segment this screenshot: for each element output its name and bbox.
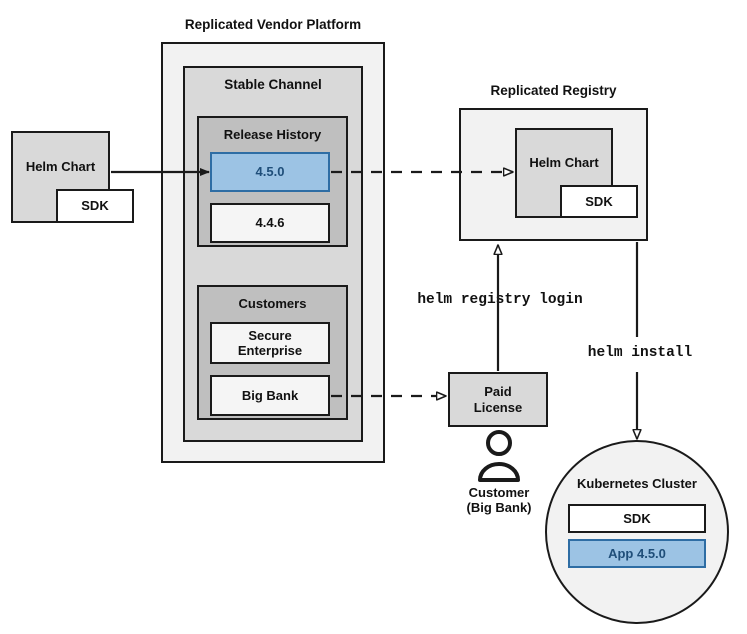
helm-install-command: helm install	[587, 345, 693, 361]
registry-sdk-box: SDK	[560, 185, 638, 218]
registry-title: Replicated Registry	[490, 83, 617, 98]
customers-label: Customers	[238, 296, 307, 311]
registry-helm-chart-label: Helm Chart	[529, 155, 599, 171]
kubernetes-cluster-label: Kubernetes Cluster	[577, 476, 697, 491]
customer-name-label: Big Bank	[241, 387, 299, 403]
vendor-platform-title: Replicated Vendor Platform	[184, 17, 362, 32]
release-item-446[interactable]: 4.4.6	[210, 203, 330, 243]
customer-item-secure-enterprise[interactable]: Secure Enterprise	[210, 322, 330, 364]
release-item-450[interactable]: 4.5.0	[210, 152, 330, 192]
source-helm-chart-label: Helm Chart	[25, 159, 96, 175]
helm-registry-login-command: helm registry login	[417, 292, 583, 308]
release-version-label: 4.4.6	[255, 215, 285, 231]
stable-channel-label: Stable Channel	[224, 77, 322, 92]
customer-name-label: Secure Enterprise	[237, 327, 303, 358]
cluster-component-app: App 4.5.0	[568, 539, 706, 568]
registry-sdk-label: SDK	[585, 193, 613, 209]
customer-person-icon	[473, 430, 525, 482]
release-version-label: 4.5.0	[255, 164, 285, 180]
cluster-component-label: App 4.5.0	[608, 545, 666, 561]
source-sdk-box: SDK	[56, 189, 134, 223]
cluster-component-label: SDK	[623, 510, 651, 526]
cluster-component-sdk: SDK	[568, 504, 706, 533]
customer-actor-label: Customer (Big Bank)	[466, 485, 532, 516]
customer-item-big-bank[interactable]: Big Bank	[210, 375, 330, 416]
paid-license-box: Paid License	[448, 372, 548, 427]
paid-license-label: Paid License	[473, 384, 523, 415]
source-sdk-label: SDK	[81, 198, 109, 214]
release-history-label: Release History	[223, 127, 322, 142]
